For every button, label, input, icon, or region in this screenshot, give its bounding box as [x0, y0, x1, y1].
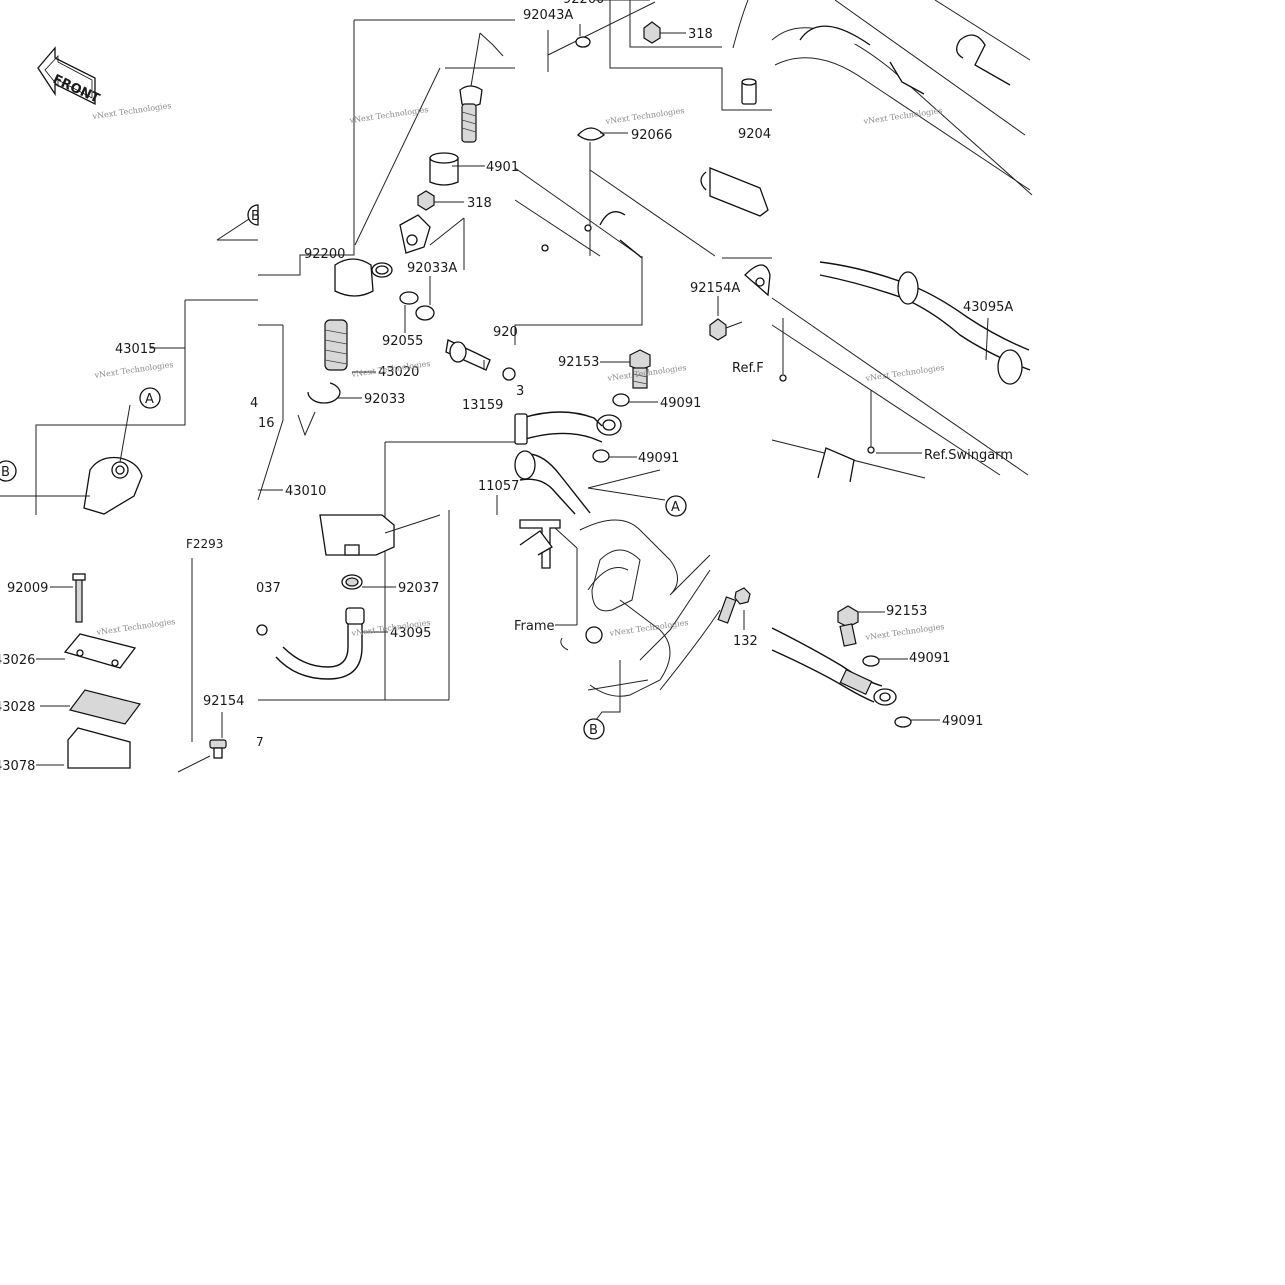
label-7: 7	[256, 735, 264, 749]
svg-text:B: B	[589, 723, 598, 738]
label-49091-c: 49091	[909, 651, 950, 666]
callout-a-middle: A	[665, 495, 687, 517]
svg-text:vNext Technologies: vNext Technologies	[95, 617, 176, 637]
svg-text:vNext Technologies: vNext Technologies	[348, 105, 429, 125]
label-318: 318	[467, 196, 492, 211]
label-92154A: 92154A	[690, 281, 740, 296]
pedal-pivot-section	[514, 0, 772, 345]
label-43028: 43028	[0, 700, 35, 715]
label-92009: 92009	[7, 581, 48, 596]
frame-section	[519, 519, 751, 721]
svg-text:B: B	[251, 209, 260, 224]
svg-text:vNext Technologies: vNext Technologies	[91, 101, 172, 121]
label-92200: 92200	[304, 247, 345, 262]
label-9204: 9204	[738, 127, 771, 142]
label-920: 920	[493, 325, 518, 340]
part-labels: 92043A 92200 318 9204 92066 4901 318 922…	[0, 0, 1013, 774]
svg-text:A: A	[145, 392, 154, 407]
label-frame: Frame	[514, 619, 555, 634]
rear-hose-section	[771, 605, 940, 728]
label-92033: 92033	[364, 392, 405, 407]
svg-text:B: B	[1, 465, 10, 480]
label-49091-d: 49091	[942, 714, 983, 729]
label-037: 037	[256, 581, 281, 596]
leader-lines	[36, 24, 686, 766]
label-13159: 13159	[462, 398, 503, 413]
callout-b-lower: B	[583, 718, 605, 740]
callout-b-top: B	[247, 204, 260, 226]
label-318-top: 318	[688, 27, 713, 42]
figure-code: F2293	[186, 537, 223, 551]
watermarks: vNext Technologies vNext Technologies vN…	[91, 101, 945, 642]
label-92153: 92153	[558, 355, 599, 370]
label-43095: 43095	[390, 626, 431, 641]
svg-text:vNext Technologies: vNext Technologies	[93, 360, 174, 380]
label-ref-swingarm: Ref.Swingarm	[924, 448, 1013, 463]
label-43078: 43078	[0, 759, 35, 774]
label-92066: 92066	[631, 128, 672, 143]
callout-a-upper: A	[139, 387, 161, 409]
svg-text:vNext Technologies: vNext Technologies	[864, 622, 945, 642]
label-16: 16	[258, 416, 275, 431]
label-3: 3	[516, 384, 524, 399]
label-ref-f: Ref.F	[732, 361, 764, 376]
label-43026: 43026	[0, 653, 35, 668]
label-92153-lower: 92153	[886, 604, 927, 619]
label-92037: 92037	[398, 581, 439, 596]
label-4: 4	[250, 396, 258, 411]
label-43010: 43010	[285, 484, 326, 499]
label-132: 132	[733, 634, 758, 649]
brake-hose-section	[496, 349, 666, 515]
svg-text:A: A	[671, 500, 680, 515]
label-43015: 43015	[115, 342, 156, 357]
label-49091-a: 49091	[660, 396, 701, 411]
label-92200-top: 92200	[563, 0, 604, 7]
callout-b-left: B	[0, 460, 17, 482]
label-49091-b: 49091	[638, 451, 679, 466]
master-cylinder-section	[0, 19, 516, 773]
label-11057: 11057	[478, 479, 519, 494]
label-92043A: 92043A	[523, 8, 573, 23]
label-92154: 92154	[203, 694, 244, 709]
swingarm-section	[709, 0, 1033, 483]
label-43095A: 43095A	[963, 300, 1013, 315]
svg-text:vNext Technologies: vNext Technologies	[862, 106, 943, 126]
label-43020: 43020	[378, 365, 419, 380]
svg-text:vNext Technologies: vNext Technologies	[604, 106, 685, 126]
label-4901: 4901	[486, 160, 519, 175]
label-92033A: 92033A	[407, 261, 457, 276]
svg-text:vNext Technologies: vNext Technologies	[864, 363, 945, 383]
front-arrow-icon: FRONT	[37, 46, 102, 107]
label-92055: 92055	[382, 334, 423, 349]
